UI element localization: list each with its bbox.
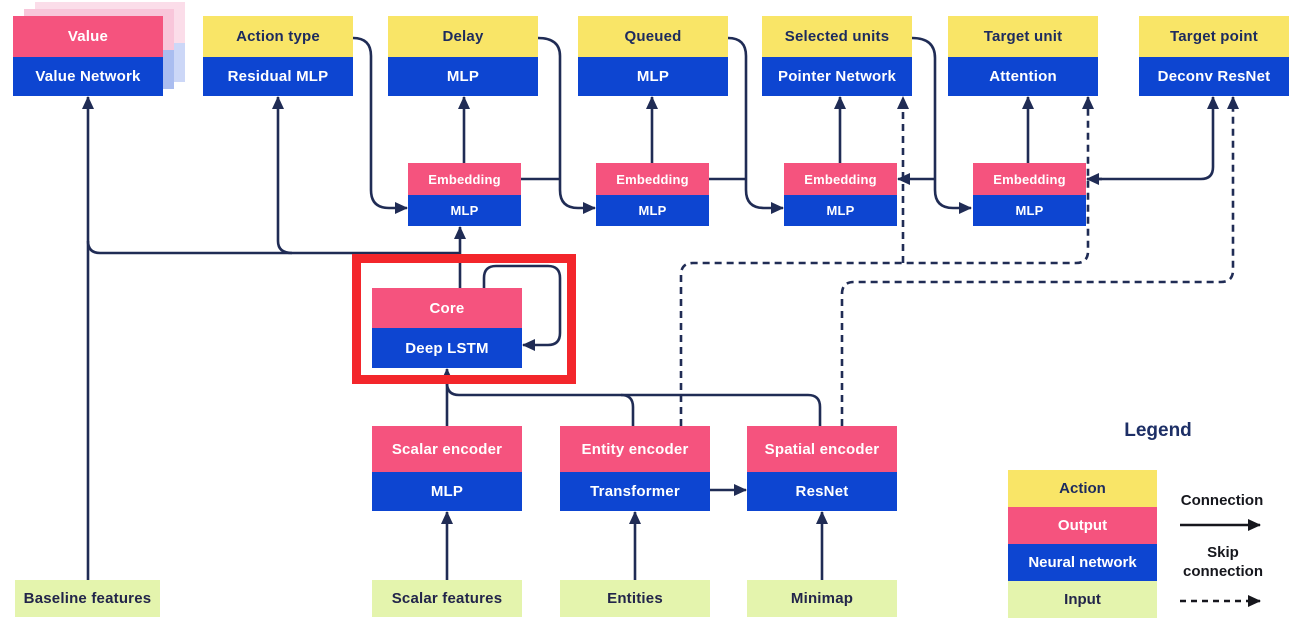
delay-to-embedding2-line xyxy=(537,36,596,214)
core-to-left-branch-line xyxy=(86,240,460,255)
embedding-4: Embedding MLP xyxy=(973,163,1086,226)
head-target-unit-action: Target unit xyxy=(948,16,1098,57)
entityencoder-merge-line xyxy=(620,393,635,426)
head-action-type-action: Action type xyxy=(203,16,353,57)
encoder-entity-output: Entity encoder xyxy=(560,426,710,472)
encoder-entity-network: Transformer xyxy=(560,472,710,511)
head-queued-network: MLP xyxy=(578,57,728,96)
solid-connections xyxy=(82,36,1219,580)
encoder-entity: Entity encoder Transformer xyxy=(560,426,710,511)
head-target-unit-network: Attention xyxy=(948,57,1098,96)
skip-connections xyxy=(679,96,1239,426)
encoder-scalar-network: MLP xyxy=(372,472,522,511)
legend-output-swatch: Output xyxy=(1008,507,1157,544)
selectedunits-to-embedding4-line xyxy=(911,36,972,214)
core-output: Core xyxy=(372,288,522,328)
embedding-3: Embedding MLP xyxy=(784,163,897,226)
head-selected-units-action: Selected units xyxy=(762,16,912,57)
legend-input-swatch: Input xyxy=(1008,581,1157,618)
head-target-point-action: Target point xyxy=(1139,16,1289,57)
input-entities: Entities xyxy=(560,580,710,617)
legend-swatches: Action Output Neural network Input xyxy=(1008,470,1157,618)
embedding-2-network: MLP xyxy=(596,195,709,226)
head-queued: Queued MLP xyxy=(578,16,728,96)
spatialencoder-merge-line xyxy=(445,382,822,426)
queued-to-embedding3-line xyxy=(727,36,784,214)
encoder-spatial: Spatial encoder ResNet xyxy=(747,426,897,511)
core-to-actiontype-line xyxy=(272,96,293,255)
encoder-spatial-output: Spatial encoder xyxy=(747,426,897,472)
embedding-1-network: MLP xyxy=(408,195,521,226)
entity-skip-to-targetunit-line xyxy=(679,96,1094,426)
legend-skip-connection-label: Skip connection xyxy=(1182,544,1263,580)
encoder-scalar: Scalar encoder MLP xyxy=(372,426,522,511)
head-queued-action: Queued xyxy=(578,16,728,57)
embedding-4-network: MLP xyxy=(973,195,1086,226)
legend-title: Legend xyxy=(1124,420,1192,441)
embedding-1: Embedding MLP xyxy=(408,163,521,226)
embedding-3-output: Embedding xyxy=(784,163,897,195)
lstm-recurrent-loop-line xyxy=(482,264,562,351)
head-target-point: Target point Deconv ResNet xyxy=(1139,16,1289,96)
head-value: Value Value Network xyxy=(13,16,163,96)
input-baseline-features: Baseline features xyxy=(15,580,160,617)
encoder-spatial-network: ResNet xyxy=(747,472,897,511)
head-delay-action: Delay xyxy=(388,16,538,57)
head-value-network: Value Network xyxy=(13,57,163,96)
head-delay-network: MLP xyxy=(388,57,538,96)
head-target-point-network: Deconv ResNet xyxy=(1139,57,1289,96)
head-target-unit: Target unit Attention xyxy=(948,16,1098,96)
input-minimap: Minimap xyxy=(747,580,897,617)
legend-network-swatch: Neural network xyxy=(1008,544,1157,581)
head-action-type: Action type Residual MLP xyxy=(203,16,353,96)
encoder-scalar-output: Scalar encoder xyxy=(372,426,522,472)
input-scalar-features: Scalar features xyxy=(372,580,522,617)
head-delay: Delay MLP xyxy=(388,16,538,96)
embedding-4-output: Embedding xyxy=(973,163,1086,195)
core-highlight-box xyxy=(352,254,576,384)
legend-action-swatch: Action xyxy=(1008,470,1157,507)
embedding-3-network: MLP xyxy=(784,195,897,226)
core-node: Core Deep LSTM xyxy=(372,288,522,368)
embedding-2: Embedding MLP xyxy=(596,163,709,226)
spatial-skip-to-targetpoint-line xyxy=(840,96,1239,426)
actiontype-to-embedding1-line xyxy=(352,36,408,214)
embedding-1-output: Embedding xyxy=(408,163,521,195)
head-selected-units-network: Pointer Network xyxy=(762,57,912,96)
head-action-type-network: Residual MLP xyxy=(203,57,353,96)
head-selected-units: Selected units Pointer Network xyxy=(762,16,912,96)
head-value-output: Value xyxy=(13,16,163,57)
embedding-2-output: Embedding xyxy=(596,163,709,195)
legend-connection-label: Connection xyxy=(1180,492,1264,509)
core-network: Deep LSTM xyxy=(372,328,522,368)
legend-arrows xyxy=(1180,519,1261,607)
embedding4-to-targetpoint-line xyxy=(1089,96,1219,181)
